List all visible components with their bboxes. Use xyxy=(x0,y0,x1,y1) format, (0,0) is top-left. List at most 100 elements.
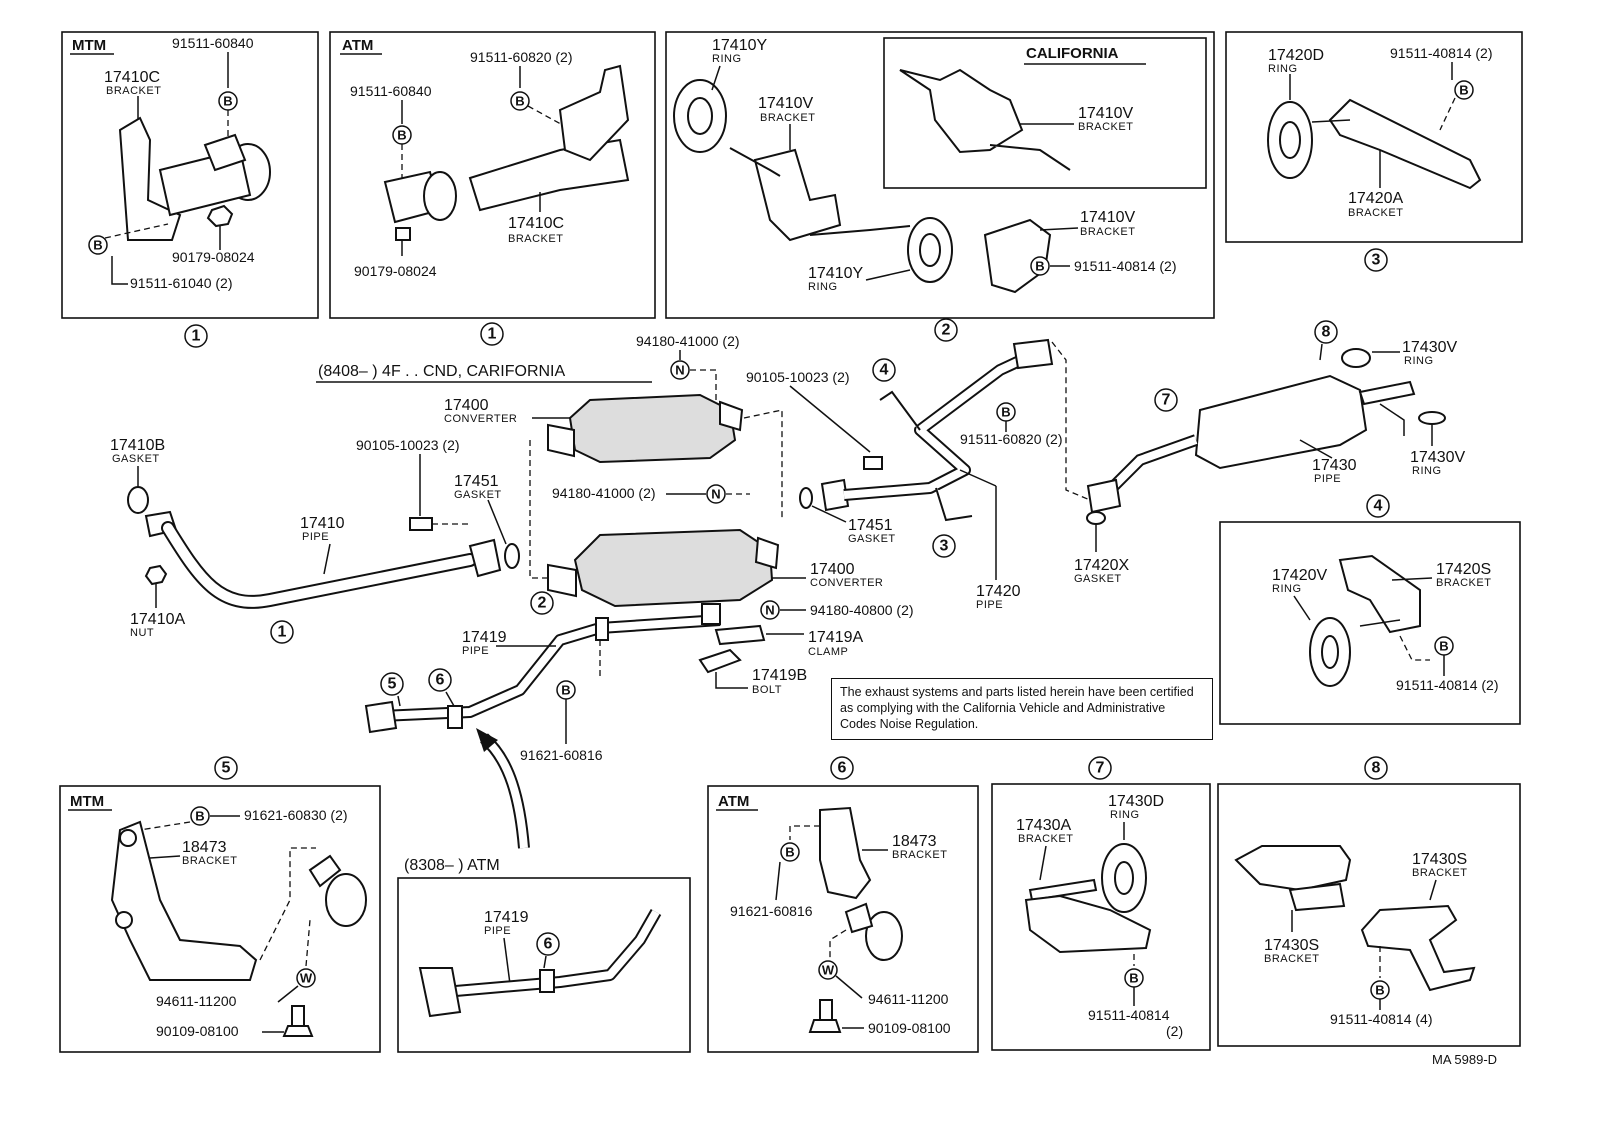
clamp-17419a-shape xyxy=(714,624,766,646)
part-name-gasket: GASKET xyxy=(112,453,160,465)
svg-text:2: 2 xyxy=(538,595,547,612)
part-name-bracket: BRACKET xyxy=(508,233,563,245)
part-number-17430a: 17430A xyxy=(1016,817,1071,834)
svg-text:2: 2 xyxy=(942,322,951,339)
flange-shape xyxy=(547,423,575,458)
part-number-17420v: 17420V xyxy=(1272,567,1327,584)
detail-frame xyxy=(991,783,1211,1051)
atm-pointer-arrow xyxy=(481,734,528,849)
part-number-17451: 17451 xyxy=(454,473,499,490)
ring-hole xyxy=(687,97,713,135)
part-number-91511-61040: 91511-61040 (2) xyxy=(130,275,232,291)
bolt-shape xyxy=(819,999,833,1021)
detail-frame xyxy=(397,877,691,1053)
part-number-17430: 17430 xyxy=(1312,457,1357,474)
part-number-17419b: 17419B xyxy=(752,667,807,684)
gasket-17420x-shape xyxy=(1086,511,1106,525)
svg-text:3: 3 xyxy=(940,538,949,555)
part-number-94180-41000: 94180-41000 (2) xyxy=(552,485,656,501)
svg-text:5: 5 xyxy=(388,676,397,693)
gasket-17451-shape xyxy=(799,487,813,509)
pipe-17419-shape xyxy=(443,910,660,996)
part-name-ring: RING xyxy=(1268,63,1298,75)
flange-shape xyxy=(1086,478,1122,514)
callout-6 xyxy=(536,932,560,956)
hanger-ring-clip xyxy=(308,854,342,888)
atm-inset-header: (8308– ) ATM xyxy=(404,857,500,874)
ring-hole xyxy=(1279,121,1301,159)
clamp-shape xyxy=(203,133,247,172)
part-number-91511-60840: 91511-60840 xyxy=(350,83,432,99)
main-header-california: (8408– ) 4F . . CND, CARIFORNIA xyxy=(318,363,565,380)
part-number-17420a: 17420A xyxy=(1348,190,1403,207)
svg-text:B: B xyxy=(397,128,406,143)
svg-text:B: B xyxy=(1439,639,1448,654)
pipe-17420-outline xyxy=(843,350,1033,501)
svg-text:B: B xyxy=(223,94,232,109)
part-name-pipe: PIPE xyxy=(1314,473,1341,485)
gasket-17451-shape xyxy=(504,543,520,569)
clamp-band-shape xyxy=(447,705,463,729)
part-name-bracket: BRACKET xyxy=(1078,121,1133,133)
pipe-17419-shape xyxy=(379,616,721,720)
part-number-90179-08024: 90179-08024 xyxy=(172,249,255,265)
part-number-17420: 17420 xyxy=(976,583,1021,600)
nut-shape xyxy=(144,564,168,586)
california-certification-note: The exhaust systems and parts listed her… xyxy=(831,678,1213,740)
nut-symbol-n xyxy=(760,600,780,620)
bolt-shape xyxy=(409,517,433,531)
part-name-ring: RING xyxy=(1110,809,1140,821)
bolt-symbol-b xyxy=(88,235,108,255)
nut-symbol-n xyxy=(706,484,726,504)
bracket-base-shape xyxy=(1288,882,1346,912)
part-name-pipe: PIPE xyxy=(302,531,329,543)
detail-frame xyxy=(61,31,319,319)
pipe-17419-outline xyxy=(379,614,721,722)
part-name-ring: RING xyxy=(1412,465,1442,477)
detail-frame xyxy=(1225,31,1523,243)
part-name-ring: RING xyxy=(1404,355,1434,367)
callout-3 xyxy=(1364,248,1388,272)
bolt-symbol-b xyxy=(780,842,800,862)
part-number-90109-08100: 90109-08100 xyxy=(868,1020,951,1036)
part-number-17410v: 17410V xyxy=(1078,105,1133,122)
part-number-90105-10023: 90105-10023 (2) xyxy=(746,369,850,385)
part-name-bracket: BRACKET xyxy=(1080,226,1135,238)
pipe-17419-end-shape xyxy=(418,967,462,1018)
detail-frame xyxy=(665,31,1215,319)
part-number-17410v: 17410V xyxy=(758,95,813,112)
rod-shape xyxy=(729,147,781,177)
part-number-91511-40814: 91511-40814 (4) xyxy=(1330,1011,1432,1027)
svg-text:7: 7 xyxy=(1162,392,1171,409)
pipe-end-shape xyxy=(423,171,457,221)
bracket-17430s-shape xyxy=(1234,845,1352,892)
tailpipe-shape xyxy=(1358,380,1416,406)
svg-text:N: N xyxy=(765,603,774,618)
pipe-17420-shape xyxy=(843,352,1032,499)
part-number-91511-40814: 91511-40814 (2) xyxy=(1396,677,1498,693)
callout-4 xyxy=(872,358,896,382)
part-name-clamp: CLAMP xyxy=(808,646,848,658)
part-number-17420s: 17420S xyxy=(1436,561,1491,578)
part-name-converter: CONVERTER xyxy=(810,577,883,589)
svg-text:1: 1 xyxy=(278,624,287,641)
callout-8 xyxy=(1364,756,1388,780)
callout-6 xyxy=(428,668,452,692)
part-number-17400: 17400 xyxy=(444,397,489,414)
part-number-90105-10023: 90105-10023 (2) xyxy=(356,437,460,453)
flange-shape xyxy=(468,538,502,578)
main-exhaust-assembly: (8408– ) 4F . . CND, CARIFORNIA 94180-41… xyxy=(110,320,1465,849)
svg-text:3: 3 xyxy=(1372,252,1381,269)
part-name-gasket: GASKET xyxy=(1074,573,1122,585)
part-number-17410y: 17410Y xyxy=(712,37,767,54)
bracket-17420a-shape xyxy=(1328,98,1482,190)
part-number-91511-60820: 91511-60820 (2) xyxy=(470,49,572,65)
callout-3 xyxy=(932,534,956,558)
ring-hole xyxy=(919,233,941,267)
part-name-bracket: BRACKET xyxy=(892,849,947,861)
bracket-17410v-shape xyxy=(899,68,1024,154)
bolt-shape xyxy=(863,456,883,470)
svg-text:4: 4 xyxy=(1374,498,1383,515)
part-number-91511-40814: 91511-40814 xyxy=(1088,1007,1170,1023)
